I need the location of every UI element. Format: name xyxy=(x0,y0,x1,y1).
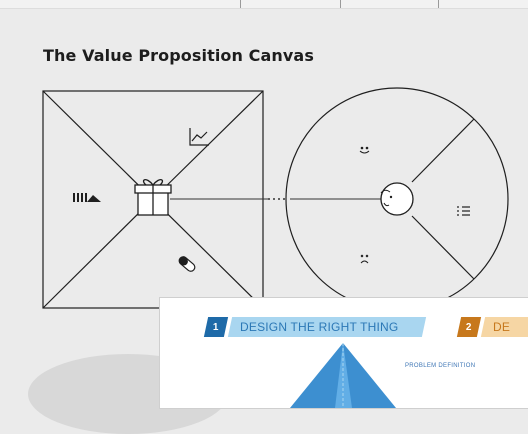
design-process-card[interactable]: 1 DESIGN THE RIGHT THING 2 DE PROBLEM DE… xyxy=(159,297,528,409)
card-subtext: PROBLEM DEFINITION xyxy=(405,363,476,369)
bar-chart-icon xyxy=(73,193,101,202)
tab-divider xyxy=(438,0,439,8)
checklist-icon xyxy=(457,206,470,216)
page-title: The Value Proposition Canvas xyxy=(43,46,314,65)
line-chart-icon xyxy=(189,128,209,146)
gift-icon xyxy=(134,179,172,216)
tab-divider xyxy=(240,0,241,8)
top-tab-strip xyxy=(0,0,528,9)
frown-icon xyxy=(360,254,369,264)
smile-icon xyxy=(359,146,370,154)
face-icon xyxy=(380,182,414,216)
value-proposition-diagram xyxy=(42,87,509,311)
tab-divider xyxy=(340,0,341,8)
pill-icon xyxy=(178,256,196,272)
